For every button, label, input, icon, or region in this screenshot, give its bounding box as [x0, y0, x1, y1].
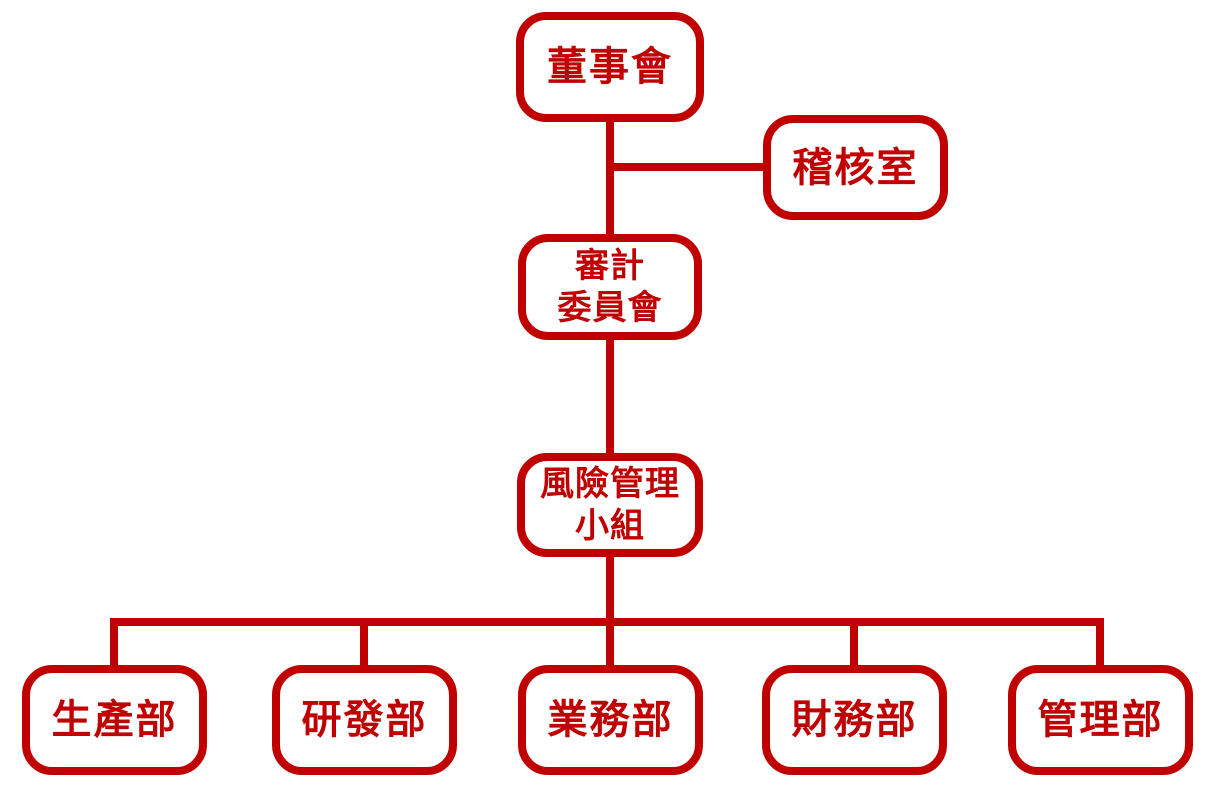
- node-dept-production: 生產部: [22, 665, 207, 775]
- node-dept-admin: 管理部: [1008, 665, 1193, 775]
- node-audit-committee: 審計 委員會: [518, 234, 702, 340]
- node-label: 財務部: [791, 698, 918, 742]
- node-label: 董事會: [547, 45, 673, 89]
- connector-branch-to-audit-office: [610, 163, 763, 171]
- node-dept-finance: 財務部: [762, 665, 947, 775]
- connector-drop-sales: [606, 618, 614, 668]
- node-label: 風險管理: [540, 464, 680, 503]
- connector-board-to-audit-committee: [606, 121, 614, 235]
- node-label: 稽核室: [792, 145, 919, 190]
- node-label: 審計: [575, 246, 645, 285]
- connector-audit-committee-to-risk-team: [606, 339, 614, 454]
- node-label: 研發部: [301, 698, 428, 742]
- connector-drop-rnd: [360, 618, 368, 668]
- connector-drop-admin: [1096, 618, 1104, 668]
- node-label: 業務部: [547, 698, 674, 742]
- node-dept-rnd: 研發部: [272, 665, 457, 775]
- node-risk-management-team: 風險管理 小組: [517, 453, 703, 557]
- node-label: 小組: [575, 507, 645, 545]
- connector-risk-team-to-bus: [606, 556, 614, 622]
- node-board-of-directors: 董事會: [516, 12, 704, 122]
- node-dept-sales: 業務部: [518, 665, 703, 775]
- node-audit-office: 稽核室: [763, 115, 948, 220]
- node-label: 生產部: [51, 698, 178, 742]
- node-label: 管理部: [1037, 698, 1164, 742]
- connector-drop-finance: [850, 618, 858, 668]
- node-label: 委員會: [557, 289, 663, 327]
- connector-drop-production: [110, 618, 118, 668]
